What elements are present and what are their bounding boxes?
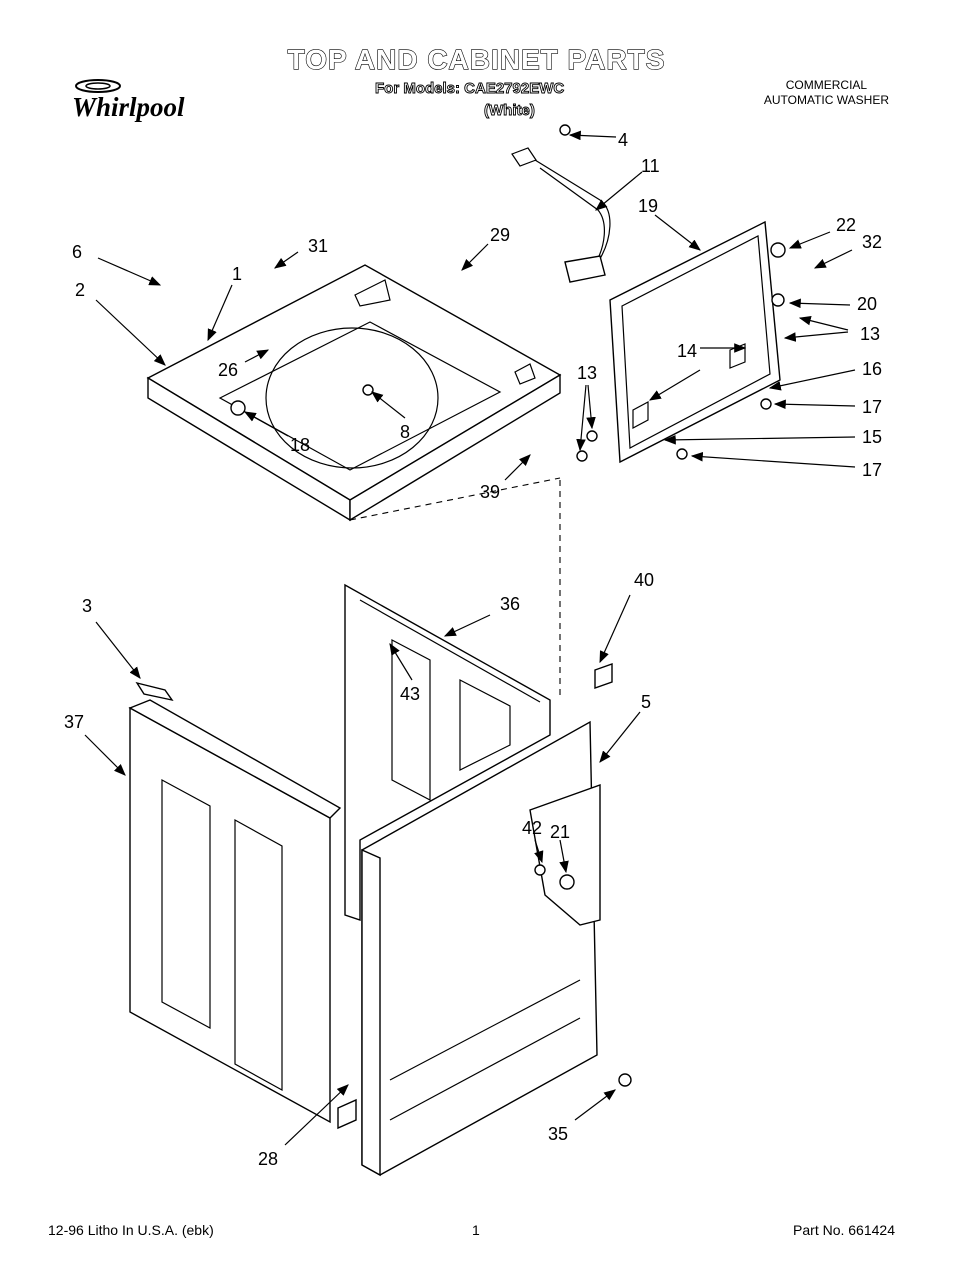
- callout-26: 26: [218, 360, 238, 380]
- callout-40: 40: [634, 570, 654, 590]
- front-cabinet-panel: [337, 663, 632, 1177]
- leader-lines: [84, 130, 856, 1146]
- callout-17a: 17: [862, 397, 882, 417]
- callout-36: 36: [500, 594, 520, 614]
- rear-cabinet-panel: [344, 583, 551, 921]
- color-line: (White): [484, 102, 536, 120]
- footer-litho: 12-96 Litho In U.S.A. (ebk): [48, 1222, 214, 1238]
- callout-8: 8: [400, 422, 410, 442]
- callout-6: 6: [72, 242, 82, 262]
- washer-top-panel: [146, 264, 562, 522]
- assembly-line-2: [349, 477, 561, 521]
- callout-numbers: 4 11 19 22 32 6 31 29 1 2 20 13 14 16 26…: [64, 130, 882, 1169]
- callout-20: 20: [857, 294, 877, 314]
- callout-3: 3: [82, 596, 92, 616]
- console-panel: [576, 220, 786, 464]
- callout-17b: 17: [862, 460, 882, 480]
- callout-32: 32: [862, 232, 882, 252]
- page-title: TOP AND CABINET PARTS: [287, 43, 666, 75]
- callout-18: 18: [290, 435, 310, 455]
- footer-part-number: Part No. 661424: [793, 1222, 895, 1238]
- callout-37: 37: [64, 712, 84, 732]
- parts-diagram: 4 11 19 22 32 6 31 29 1 2 20 13 14 16 26…: [64, 124, 882, 1177]
- callout-28: 28: [258, 1149, 278, 1169]
- footer-page-number: 1: [472, 1222, 480, 1238]
- machine-type-line-1: COMMERCIAL: [785, 78, 868, 92]
- callout-31: 31: [308, 236, 328, 256]
- callout-4: 4: [618, 130, 628, 150]
- callout-14: 14: [677, 341, 697, 361]
- callout-16: 16: [862, 359, 882, 379]
- wiring-harness: [511, 124, 611, 283]
- callout-5: 5: [641, 692, 651, 712]
- callout-21: 21: [550, 822, 570, 842]
- callout-39: 39: [480, 482, 500, 502]
- whirlpool-swirl-icon: Whirlpool: [72, 79, 185, 122]
- callout-35: 35: [548, 1124, 568, 1144]
- callout-1: 1: [232, 264, 242, 284]
- callout-11: 11: [641, 156, 660, 176]
- machine-type: COMMERCIAL AUTOMATIC WASHER: [764, 78, 889, 108]
- brand-wordmark: Whirlpool: [72, 92, 185, 122]
- machine-type-line-2: AUTOMATIC WASHER: [763, 93, 889, 107]
- model-line: For Models: CAE2792EWC: [375, 80, 565, 98]
- callout-13b: 13: [577, 363, 597, 383]
- callout-29: 29: [490, 225, 510, 245]
- callout-13a: 13: [860, 324, 880, 344]
- whirlpool-logo: Whirlpool: [66, 72, 226, 132]
- callout-19: 19: [638, 196, 658, 216]
- callout-15: 15: [862, 427, 882, 447]
- callout-2: 2: [75, 280, 85, 300]
- callout-42: 42: [522, 818, 542, 838]
- callout-43: 43: [400, 684, 420, 704]
- left-side-panel: [128, 681, 342, 1124]
- callout-22: 22: [836, 215, 856, 235]
